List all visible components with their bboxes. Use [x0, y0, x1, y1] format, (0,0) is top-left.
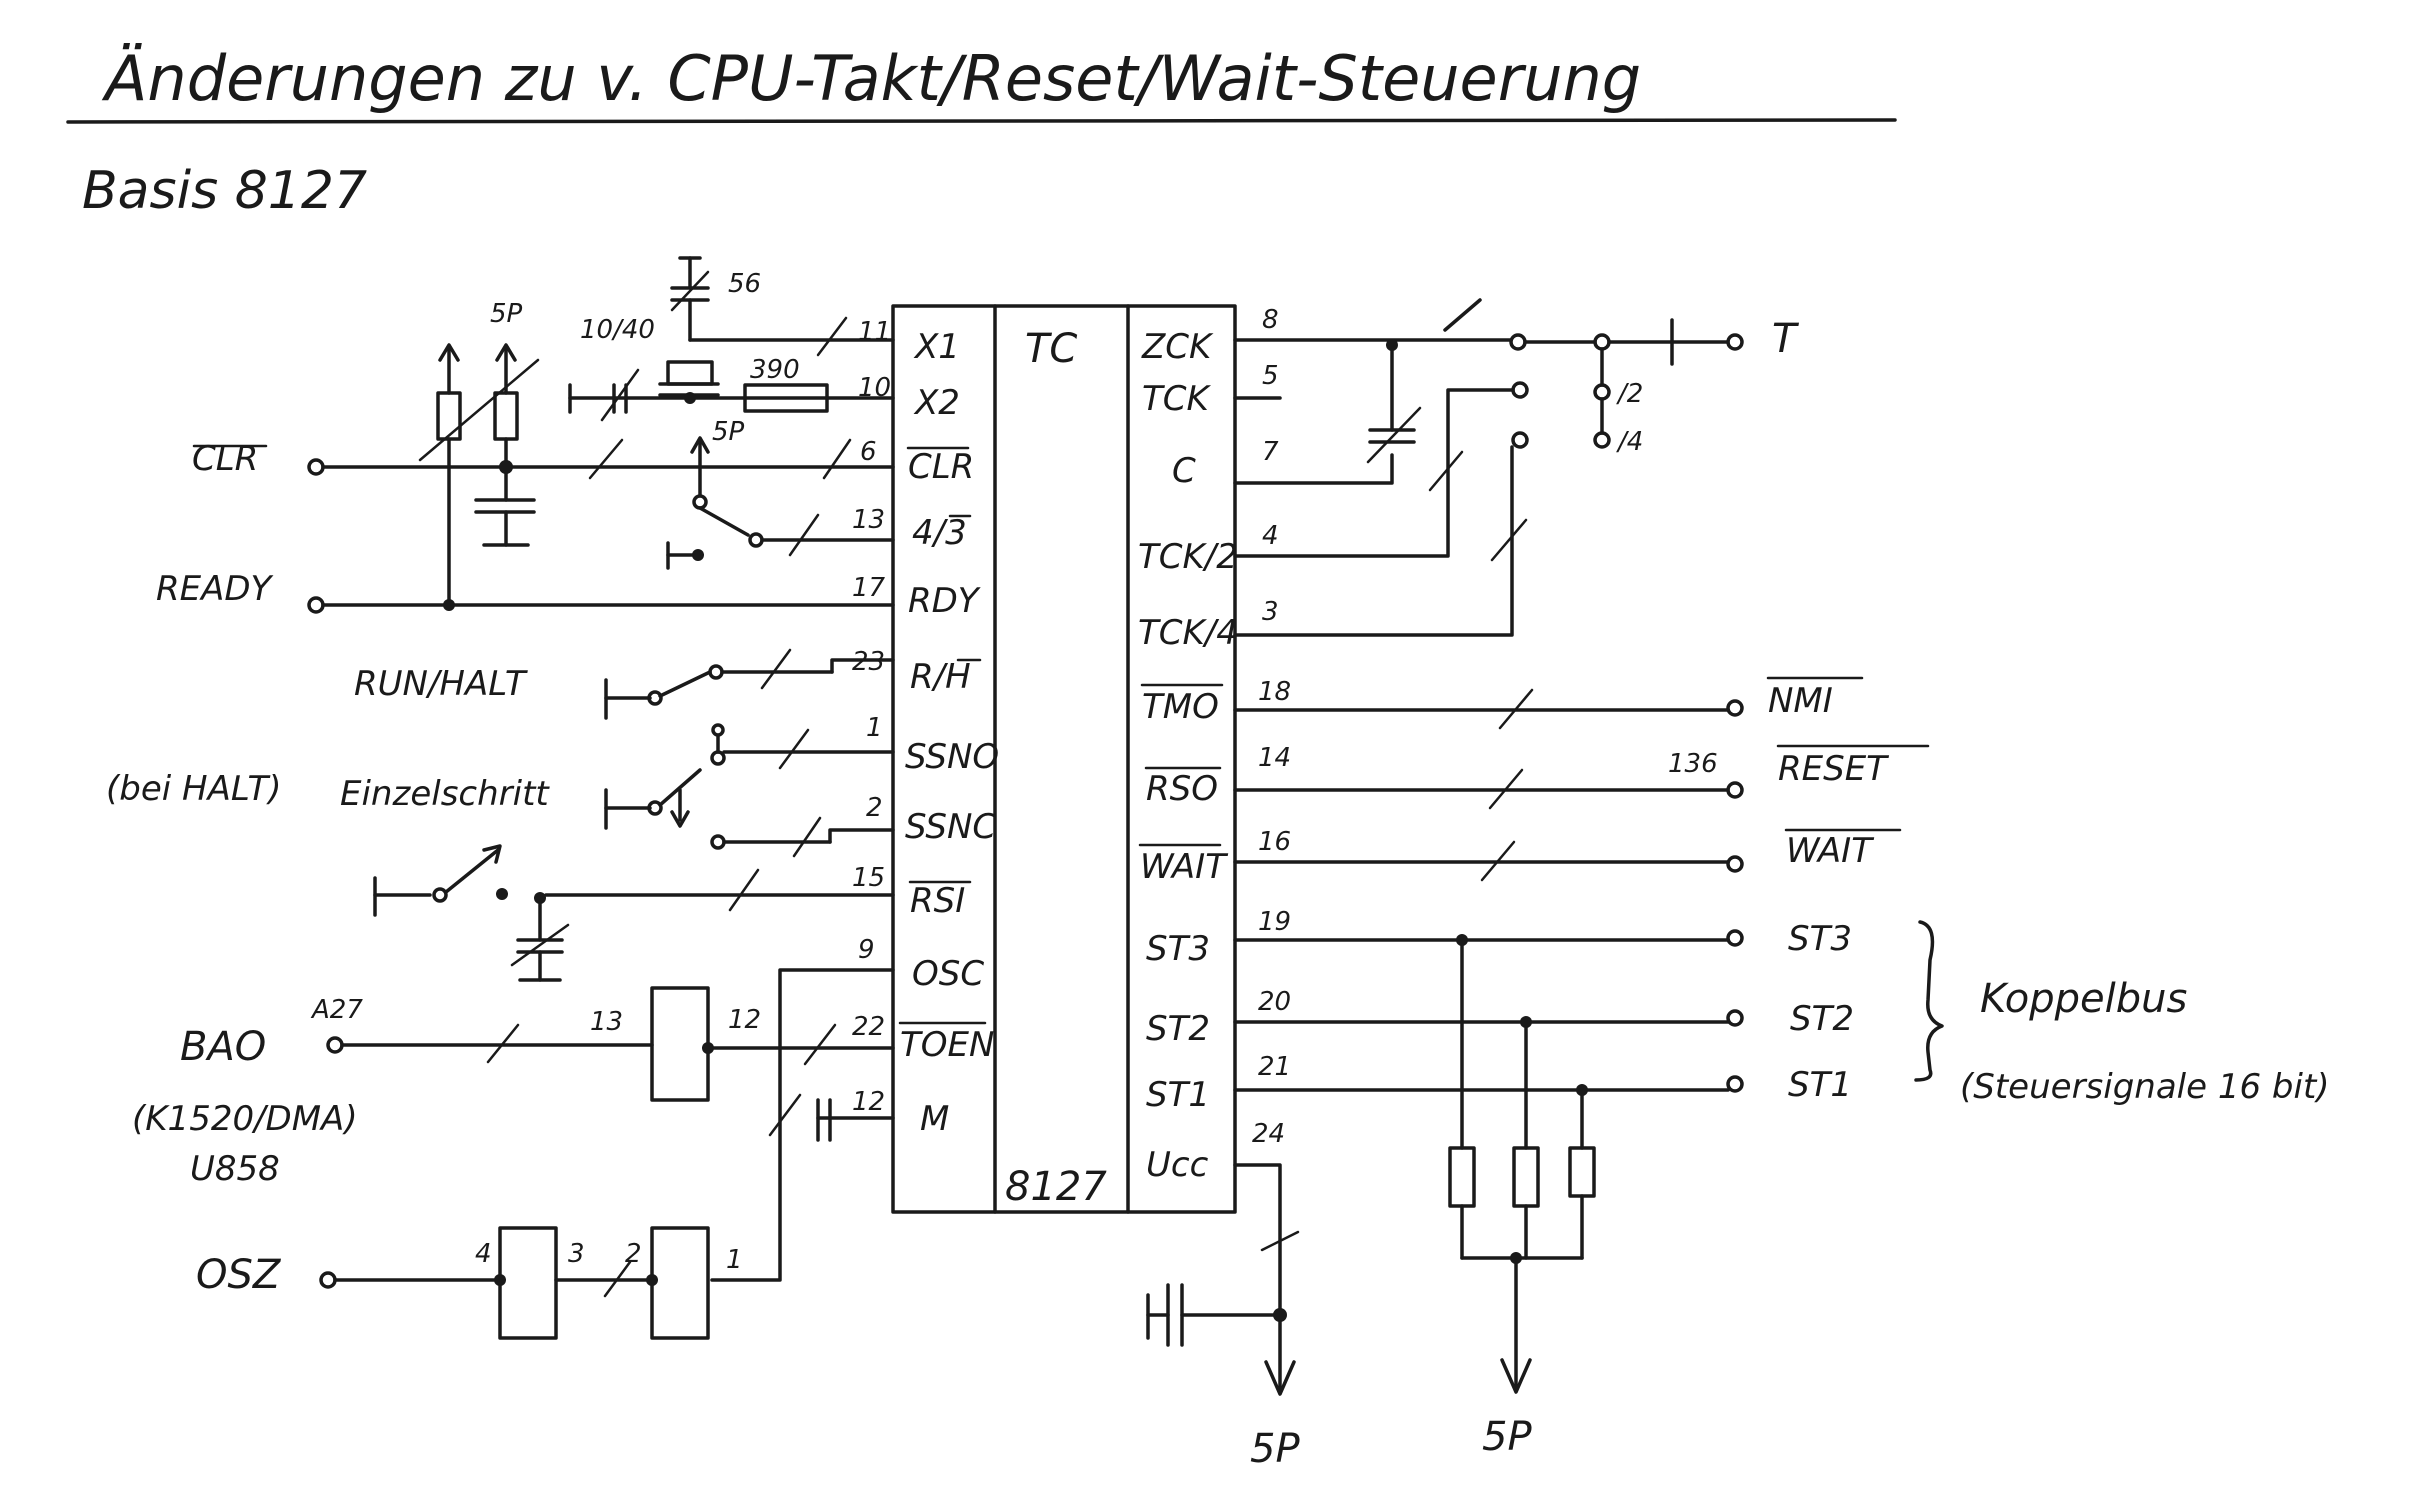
- input-k1520-label: (K1520/DMA): [132, 1099, 358, 1139]
- koppelbus-note: (Steuersignale 16 bit): [1960, 1067, 2330, 1107]
- pin-label-tck4: TCK/4: [1138, 613, 1238, 653]
- pin-num-14: 14: [1258, 743, 1291, 773]
- ic-left-pin-numbers: 11 10 6 13 17 23 1 2 15 9 22 12: [852, 317, 891, 1117]
- pin-label-ucc: Ucc: [1146, 1145, 1209, 1185]
- pin-label-tck2: TCK/2: [1138, 537, 1238, 577]
- pin-num-22: 22: [852, 1012, 885, 1042]
- input-bao-label: BAO: [180, 1024, 266, 1070]
- input-bei-halt-label: (bei HALT): [106, 769, 282, 809]
- output-nmi-label: NMI: [1768, 681, 1833, 721]
- output-reset-pin: 136: [1668, 749, 1718, 779]
- pin-label-rh: R/H: [910, 657, 971, 697]
- output-st3-label: ST3: [1788, 919, 1852, 959]
- gate1-out-label: 12: [728, 1005, 761, 1035]
- output-div2-label: /2: [1616, 379, 1643, 409]
- gate1-in-label: 13: [590, 1007, 623, 1037]
- label-5p-top: 5P: [490, 299, 523, 329]
- gate3-out-label: 1: [726, 1245, 743, 1275]
- pin-num-17: 17: [852, 573, 886, 603]
- label-trim-56: 56: [728, 269, 761, 299]
- pin-label-st1: ST1: [1146, 1075, 1210, 1115]
- input-einzelschritt-label: Einzelschritt: [340, 774, 550, 814]
- label-5p-small: 5P: [712, 417, 745, 447]
- output-wait-label: WAIT: [1786, 831, 1874, 871]
- pin-num-15: 15: [852, 863, 885, 893]
- pin-num-12: 12: [852, 1087, 885, 1117]
- pin-label-zck: ZCK: [1141, 327, 1214, 367]
- pin-label-rsi: RSI: [910, 881, 965, 921]
- pin-label-m: M: [920, 1099, 949, 1139]
- pin-label-43: 4/3: [912, 513, 967, 553]
- pin-num-1: 1: [866, 713, 883, 743]
- right-wiring: T /2 /4 NMI 136 RESET: [1146, 298, 2330, 1472]
- ic-name: TC: [1025, 326, 1077, 372]
- pin-label-wait: WAIT: [1140, 847, 1228, 887]
- pin-label-toen: TOEN: [900, 1025, 994, 1065]
- input-u858-label: U858: [190, 1149, 280, 1189]
- pin-num-9: 9: [858, 935, 875, 965]
- pin-num-19: 19: [1258, 907, 1291, 937]
- pin-label-ssno: SSNO: [905, 737, 999, 777]
- pin-label-st3: ST3: [1146, 929, 1210, 969]
- output-reset-label: RESET: [1778, 749, 1889, 789]
- pin-num-8: 8: [1262, 305, 1279, 335]
- pin-num-13: 13: [852, 505, 885, 535]
- output-st1-label: ST1: [1788, 1065, 1852, 1105]
- page-title: Änderungen zu v. CPU-Takt/Reset/Wait-Ste…: [101, 42, 1641, 115]
- input-osz-label: OSZ: [196, 1252, 282, 1298]
- pin-label-rdy: RDY: [908, 581, 981, 621]
- ground-right-label: 5P: [1482, 1414, 1532, 1460]
- output-st2-label: ST2: [1790, 999, 1854, 1039]
- pin-num-21: 21: [1258, 1052, 1291, 1082]
- pin-num-7: 7: [1262, 437, 1279, 467]
- pin-num-4: 4: [1262, 521, 1279, 551]
- input-run-halt-label: RUN/HALT: [354, 664, 528, 704]
- label-res-390: 390: [750, 355, 800, 385]
- ic-right-pin-numbers: 8 5 7 4 3 18 14 16 19 20 21 24: [1252, 305, 1291, 1149]
- pin-label-tmo: TMO: [1142, 687, 1219, 727]
- pin-num-23: 23: [852, 647, 885, 677]
- gate2-in-label: 4: [475, 1239, 492, 1269]
- input-ready-label: READY: [156, 569, 274, 609]
- pin-label-x2: X2: [913, 383, 960, 423]
- output-t-label: T: [1772, 316, 1800, 362]
- pin-label-osc: OSC: [912, 954, 984, 994]
- pin-label-tck: TCK: [1142, 379, 1212, 419]
- left-wiring: 56 10/40 390 CLR 5P: [106, 256, 895, 1340]
- pin-label-c: C: [1172, 451, 1196, 491]
- pin-label-clr: CLR: [908, 447, 974, 487]
- pin-num-16: 16: [1258, 827, 1291, 857]
- koppelbus-label: Koppelbus: [1980, 976, 2187, 1022]
- pin-num-2: 2: [866, 793, 883, 823]
- label-cap-1040: 10/40: [580, 315, 655, 345]
- pin-num-20: 20: [1258, 987, 1291, 1017]
- output-div4-label: /4: [1616, 427, 1643, 457]
- page-subtitle: Basis 8127: [82, 161, 367, 221]
- gate2-out-label: 3: [568, 1239, 585, 1269]
- ic-right-pin-labels: ZCK TCK C TCK/2 TCK/4 TMO RSO WAIT ST3 S…: [1138, 327, 1238, 1185]
- pin-label-x1: X1: [913, 327, 960, 367]
- pin-num-18: 18: [1258, 677, 1291, 707]
- pin-num-11: 11: [858, 317, 891, 347]
- ic-left-pin-labels: X1 X2 CLR 4/3 RDY R/H SSNO SSNC RSI OSC …: [898, 327, 999, 1139]
- ic-tc-8127: TC 8127: [891, 304, 1237, 1214]
- pin-num-24: 24: [1252, 1119, 1285, 1149]
- title-underline: [66, 118, 1897, 124]
- ground-left-label: 5P: [1250, 1426, 1300, 1472]
- ic-part: 8127: [1005, 1164, 1107, 1210]
- pin-label-st2: ST2: [1146, 1009, 1210, 1049]
- pin-label-rso: RSO: [1146, 769, 1218, 809]
- pin-num-5: 5: [1262, 361, 1279, 391]
- input-a27-label: A27: [310, 995, 363, 1025]
- pin-num-3: 3: [1262, 597, 1279, 627]
- pin-label-ssnc: SSNC: [905, 807, 996, 847]
- pin-num-6: 6: [860, 437, 877, 467]
- gate3-in-label: 2: [625, 1239, 642, 1269]
